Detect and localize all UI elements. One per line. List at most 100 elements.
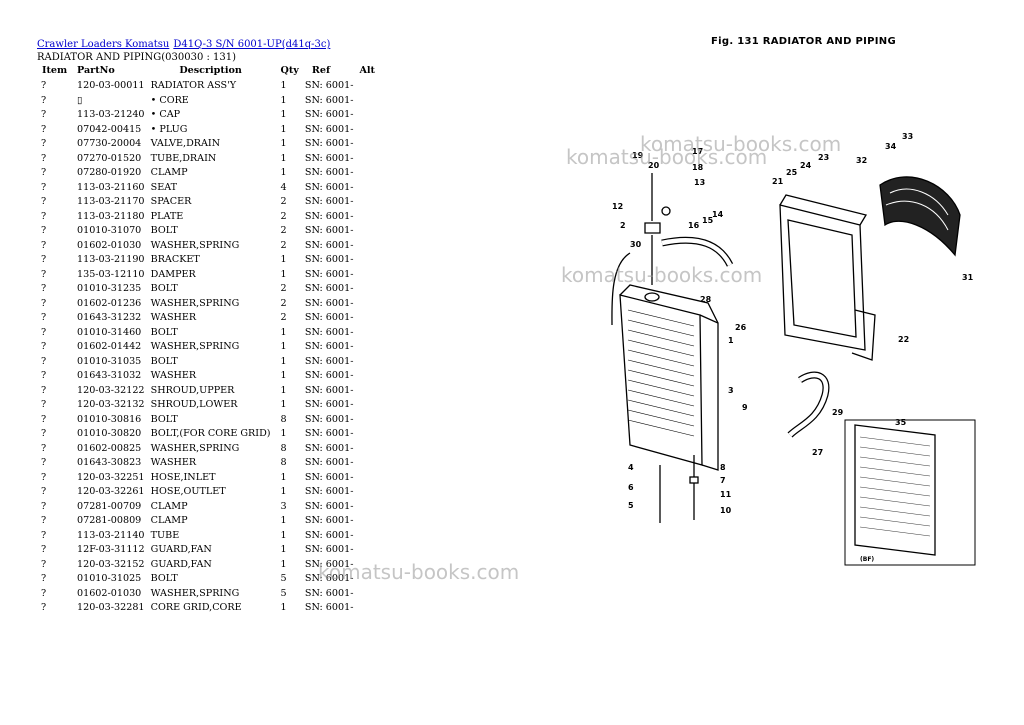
- cell-qty: 2: [280, 196, 287, 207]
- callout-9: 9: [742, 403, 748, 412]
- cell-ref: SN: 6001-: [304, 587, 354, 599]
- cell-description: BOLT: [150, 573, 178, 584]
- cell-qty: 1: [280, 326, 287, 338]
- cell-partno: 01643-31232: [77, 312, 142, 323]
- cell-partno: 01602-01030: [77, 587, 142, 599]
- cell-alt: [356, 442, 378, 457]
- callout-7: 7: [720, 476, 726, 485]
- cell-qty: 5: [280, 587, 287, 599]
- cell-item: ?: [41, 413, 47, 425]
- callout-22: 22: [898, 335, 909, 344]
- cell-description: BOLT,(FOR CORE GRID): [150, 428, 271, 439]
- breadcrumb-link-model[interactable]: D41Q-3 S/N 6001-UP(d41q-3c): [173, 39, 331, 50]
- cell-partno: 01643-30823: [77, 457, 142, 468]
- cell-description: SHROUD,LOWER: [150, 399, 238, 410]
- cell-item: ?: [41, 254, 47, 265]
- cell-item: ?: [41, 544, 47, 555]
- watermark: komatsu-books.com: [318, 560, 520, 584]
- cell-ref: SN: 6001-: [304, 109, 354, 120]
- cell-item: ?: [41, 167, 47, 178]
- cell-item: ?: [41, 471, 47, 483]
- cell-alt: [356, 253, 378, 268]
- cell-qty: 1: [280, 109, 287, 120]
- cell-alt: [356, 181, 378, 196]
- cell-qty: 1: [280, 138, 287, 149]
- cell-description: DAMPER: [150, 268, 196, 280]
- cell-alt: [356, 108, 378, 123]
- cell-alt: [356, 166, 378, 181]
- cell-item: ?: [41, 558, 47, 570]
- cell-ref: SN: 6001-: [304, 442, 354, 454]
- cell-qty: 8: [280, 413, 287, 425]
- cell-ref: SN: 6001-: [304, 558, 354, 570]
- cell-item: ?: [41, 138, 47, 149]
- watermark: komatsu-books.com: [561, 263, 763, 287]
- cell-alt: [356, 340, 378, 355]
- callout-28: 28: [700, 295, 712, 304]
- cell-partno: 01010-31070: [77, 225, 142, 236]
- header-description: Description: [179, 65, 242, 77]
- cell-qty: 1: [280, 384, 287, 396]
- cell-partno: 01010-31235: [77, 283, 142, 294]
- cell-ref: SN: 6001-: [304, 239, 354, 251]
- cell-item: ?: [41, 573, 47, 584]
- cell-ref: SN: 6001-: [304, 471, 354, 483]
- cell-partno: 113-03-21180: [77, 210, 145, 222]
- callout-20: 20: [648, 161, 660, 170]
- cell-alt: [356, 79, 378, 94]
- cell-description: GUARD,FAN: [150, 558, 212, 570]
- cell-item: ?: [41, 428, 47, 439]
- cell-partno: 135-03-12110: [77, 268, 145, 280]
- cell-qty: 1: [280, 471, 287, 483]
- cell-description: WASHER,SPRING: [150, 442, 240, 454]
- cell-item: ?: [41, 587, 47, 599]
- cell-partno: 120-03-32132: [77, 399, 145, 410]
- cell-alt: [356, 471, 378, 486]
- cell-alt: [356, 94, 378, 109]
- cell-qty: 1: [280, 355, 287, 367]
- cell-partno: 120-03-32251: [77, 471, 145, 483]
- cell-ref: SN: 6001-: [304, 457, 354, 468]
- radiator-piping-diagram: 1 2 3 4 5 6 7 8 9 10 11 12 13 14 15 16 1…: [611, 132, 976, 566]
- cell-qty: 1: [280, 167, 287, 178]
- cell-ref: SN: 6001-: [304, 312, 354, 323]
- cell-qty: 1: [280, 544, 287, 555]
- cell-partno: 01602-01030: [77, 239, 142, 251]
- cell-ref: SN: 6001-: [304, 152, 354, 164]
- fan-guard-drawing: [879, 176, 961, 257]
- cell-partno: 113-03-21170: [77, 196, 145, 207]
- cell-description: CLAMP: [150, 500, 188, 512]
- cell-partno: 01602-01236: [77, 297, 142, 309]
- cell-item: ?: [41, 312, 47, 323]
- callout-16: 16: [688, 221, 700, 230]
- cell-item: ?: [41, 152, 47, 164]
- core-grid-inset: [844, 419, 976, 566]
- cell-partno: 120-03-32261: [77, 486, 145, 497]
- cell-item: ?: [41, 297, 47, 309]
- cell-ref: SN: 6001-: [304, 138, 354, 149]
- callout-31: 31: [962, 273, 974, 282]
- callout-10: 10: [720, 506, 732, 515]
- cell-ref: SN: 6001-: [304, 428, 354, 439]
- cell-item: ?: [41, 442, 47, 454]
- cell-qty: 1: [280, 399, 287, 410]
- cell-description: WASHER: [150, 457, 197, 468]
- cell-item: ?: [41, 210, 47, 222]
- cell-description: GUARD,FAN: [150, 544, 212, 555]
- cell-description: WASHER,SPRING: [150, 239, 240, 251]
- cell-ref: SN: 6001-: [304, 326, 354, 338]
- callout-1: 1: [728, 336, 734, 345]
- cell-ref: SN: 6001-: [304, 399, 354, 410]
- header-qty: Qty: [280, 65, 299, 77]
- breadcrumb-link-category[interactable]: Crawler Loaders Komatsu: [37, 39, 170, 50]
- cell-item: ?: [41, 515, 47, 526]
- cell-ref: SN: 6001-: [304, 94, 354, 106]
